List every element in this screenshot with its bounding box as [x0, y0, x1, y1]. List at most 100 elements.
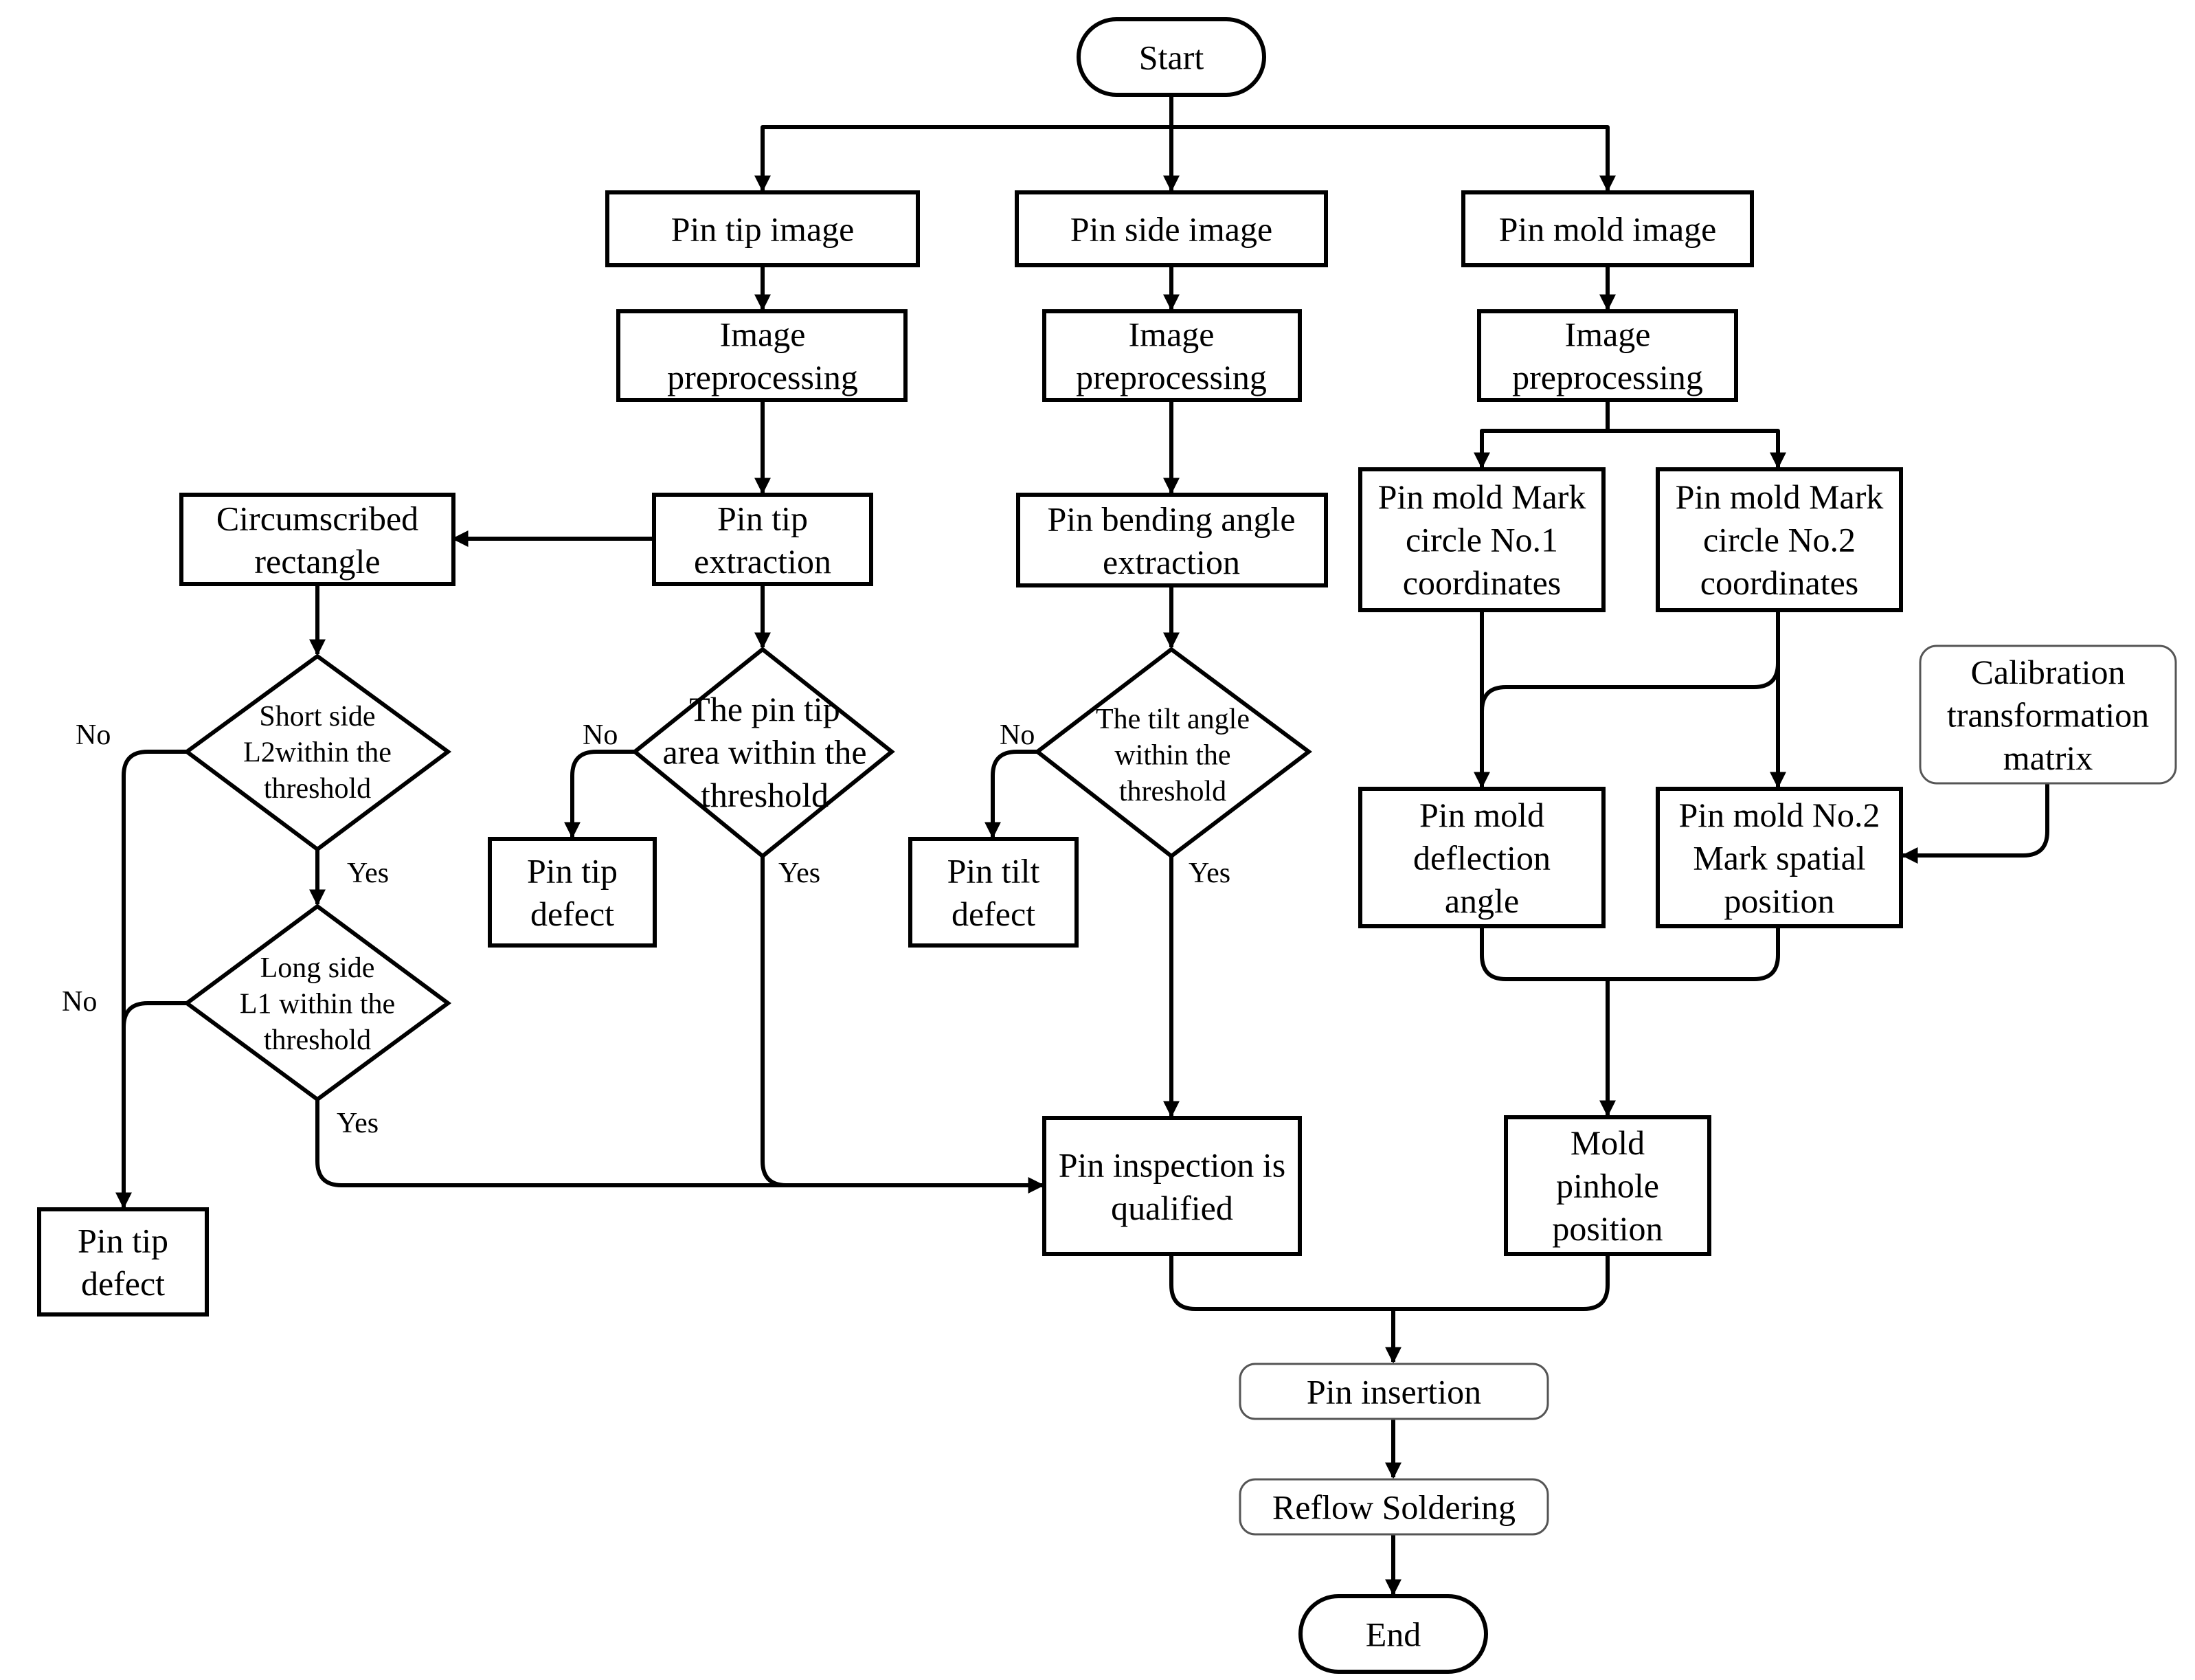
pin-tip-defect-1-line: Pin tip	[78, 1221, 168, 1259]
label-area-no: No	[583, 719, 618, 751]
mark2-spatial-line: Mark spatial	[1693, 839, 1865, 877]
pin-tip-image-box: Pin tip image	[605, 190, 920, 267]
label-long-side-yes: Yes	[337, 1108, 379, 1139]
preproc-side-line: preprocessing	[1076, 358, 1267, 396]
tilt-angle-line: within the	[1114, 740, 1230, 772]
short-side-line: L2within the	[243, 737, 392, 769]
pin-tilt-defect-line: defect	[952, 895, 1035, 933]
pin-bending-extraction-line: Pin bending angle	[1047, 500, 1295, 538]
edge-short-side-no	[115, 750, 187, 1209]
start-terminal: Start	[1077, 17, 1266, 97]
calibration-label: Calibration transformation matrix	[1947, 653, 2149, 777]
start-line: Start	[1139, 38, 1204, 77]
tilt-angle-decision: The tilt angle within the threshold	[1034, 647, 1312, 859]
pin-tip-image-line: Pin tip image	[671, 210, 855, 249]
pin-tip-area-label: The pin tip area within the threshold	[662, 690, 866, 814]
pin-mold-image-box: Pin mold image	[1461, 190, 1754, 267]
pin-tip-area-line: threshold	[701, 776, 829, 814]
pin-tip-defect-1-label: Pin tip defect	[78, 1221, 168, 1303]
pin-insertion-label: Pin insertion	[1307, 1373, 1481, 1411]
pin-tip-extraction-line: extraction	[694, 542, 831, 581]
pin-tip-defect-1-line: defect	[81, 1264, 165, 1303]
mark1-line: circle No.1	[1406, 521, 1558, 559]
mold-deflection-line: Pin mold	[1419, 796, 1544, 834]
label-tilt-no: No	[1000, 719, 1035, 751]
mark2-spatial-line: Pin mold No.2	[1678, 796, 1880, 834]
pin-insertion-line: Pin insertion	[1307, 1373, 1481, 1411]
short-side-line: Short side	[259, 701, 375, 732]
pin-tip-area-line: The pin tip	[689, 690, 840, 728]
circumscribed-rectangle-line: Circumscribed	[216, 499, 418, 537]
mark1-label: Pin mold Mark circle No.1 coordinates	[1378, 478, 1586, 602]
pin-bending-extraction-label: Pin bending angle extraction	[1047, 500, 1295, 581]
preproc-side-label: Image preprocessing	[1076, 315, 1267, 396]
mold-deflection-line: deflection	[1413, 839, 1551, 877]
label-short-side-yes: Yes	[347, 858, 389, 889]
mark-circle-2-box: Pin mold Mark circle No.2 coordinates	[1656, 467, 1903, 612]
edge-mark2-to-deflection	[1480, 610, 1780, 712]
mark2-spatial-line: position	[1724, 882, 1834, 920]
mark2-line: coordinates	[1700, 563, 1858, 602]
long-side-line: L1 within the	[240, 989, 395, 1020]
preproc-side-line: Image	[1129, 315, 1215, 353]
pin-tip-area-decision: The pin tip area within the threshold	[631, 647, 895, 859]
edge-inspection-merge	[1169, 1254, 1393, 1311]
pin-side-image-line: Pin side image	[1070, 210, 1272, 249]
long-side-line: Long side	[260, 952, 375, 984]
reflow-label: Reflow Soldering	[1272, 1488, 1516, 1527]
edge-long-side-yes	[315, 1099, 1045, 1194]
mark1-line: Pin mold Mark	[1378, 478, 1586, 516]
preproc-tip-line: preprocessing	[667, 358, 858, 396]
preproc-mold-line: Image	[1565, 315, 1651, 353]
inspection-qualified-line: Pin inspection is	[1059, 1145, 1286, 1184]
pin-bending-extraction-line: extraction	[1103, 543, 1240, 581]
pin-side-image-box: Pin side image	[1015, 190, 1328, 267]
edge-preproc-to-mark2	[1608, 429, 1786, 469]
reflow-line: Reflow Soldering	[1272, 1488, 1516, 1527]
calibration-line: Calibration	[1971, 653, 2126, 691]
edge-area-yes	[761, 856, 787, 1187]
edge-tilt-no	[984, 750, 1037, 839]
mark2-line: Pin mold Mark	[1676, 478, 1884, 516]
edge-pinhole-merge	[1393, 1254, 1610, 1311]
tilt-angle-line: The tilt angle	[1096, 704, 1250, 735]
calibration-line: matrix	[2003, 739, 2093, 777]
pin-tip-area-line: area within the	[662, 733, 866, 772]
tilt-angle-label: The tilt angle within the threshold	[1096, 704, 1250, 807]
calibration-line: transformation	[1947, 696, 2149, 735]
pin-bending-extraction-box: Pin bending angle extraction	[1016, 493, 1328, 587]
label-long-side-no: No	[62, 986, 97, 1018]
edge-deflection-merge	[1480, 926, 1608, 981]
reflow-soldering-box: Reflow Soldering	[1239, 1478, 1549, 1536]
mold-pinhole-line: position	[1552, 1209, 1663, 1248]
tilt-angle-line: threshold	[1119, 776, 1226, 807]
mark2-line: circle No.2	[1703, 521, 1856, 559]
mark1-line: coordinates	[1403, 563, 1561, 602]
edge-preproc-to-mark1	[1474, 429, 1608, 469]
edge-calibration-to-spatial	[1901, 783, 2049, 864]
label-area-yes: Yes	[778, 858, 820, 889]
mark2-label: Pin mold Mark circle No.2 coordinates	[1676, 478, 1884, 602]
calibration-matrix-box: Calibration transformation matrix	[1919, 645, 2177, 785]
label-tilt-yes: Yes	[1189, 858, 1230, 889]
